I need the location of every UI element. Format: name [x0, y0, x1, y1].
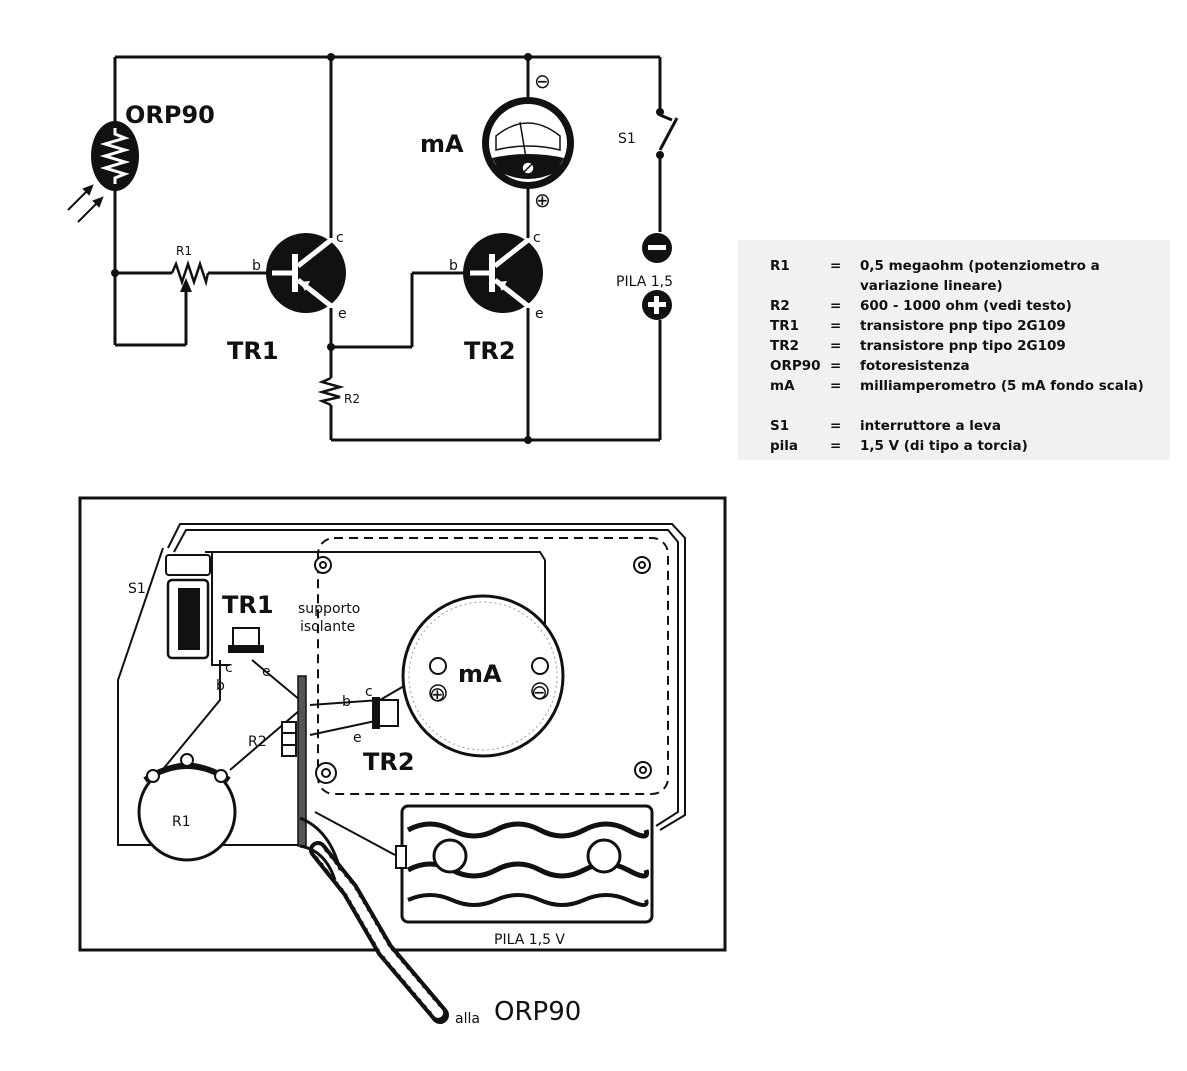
wiring-tr1-label: TR1 — [222, 591, 274, 619]
to-orp-label: ORP90 — [494, 997, 581, 1027]
legend-value: transistore pnp tipo 2G109 — [860, 318, 1066, 334]
battery-symbol — [642, 233, 672, 320]
meter-plus-label: ⊕ — [534, 188, 551, 212]
milliammeter-symbol — [482, 97, 574, 189]
wiring-r2-label: R2 — [248, 734, 267, 750]
legend-value: interruttore a leva — [860, 418, 1001, 434]
legend-eq: = — [830, 258, 842, 274]
legend-key: pila — [770, 438, 799, 454]
legend-key: R1 — [770, 258, 790, 274]
r1-symbol — [170, 260, 210, 292]
wiring-tr1-b: b — [216, 678, 225, 694]
tr2-base-label: b — [449, 258, 458, 274]
legend-eq: = — [830, 338, 842, 354]
wiring-battery-label: PILA 1,5 V — [494, 932, 565, 948]
wiring-tr2-c: c — [365, 684, 373, 700]
junctions — [111, 53, 664, 444]
wiring-tr2-e: e — [353, 730, 362, 746]
wiring-support-label-1: supporto — [298, 601, 360, 617]
tr2-collector-label: c — [533, 230, 541, 246]
wiring-meter-plus: ⊕ — [429, 682, 446, 706]
wiring-tr1-c: c — [225, 660, 233, 676]
wiring-tr2-label: TR2 — [363, 748, 415, 776]
r1-label: R1 — [176, 244, 192, 258]
legend-eq: = — [830, 378, 842, 394]
legend-value: transistore pnp tipo 2G109 — [860, 338, 1066, 354]
wiring-support-label-2: isolante — [300, 619, 355, 635]
meter-label: mA — [420, 130, 464, 158]
legend-key: ORP90 — [770, 358, 821, 374]
legend-value: 0,5 megaohm (potenziometro a variazione … — [860, 258, 1100, 294]
r2-label: R2 — [344, 392, 360, 406]
legend-eq: = — [830, 318, 842, 334]
wiring-diagram — [78, 496, 727, 1024]
battery-label: PILA 1,5 — [616, 274, 673, 290]
r2-symbol — [317, 376, 345, 407]
to-orp-prefix: alla — [455, 1011, 480, 1027]
tr1-symbol — [266, 233, 346, 313]
s1-label: S1 — [618, 131, 636, 147]
legend-eq: = — [830, 418, 842, 434]
tr2-label: TR2 — [464, 337, 516, 365]
legend-eq: = — [830, 298, 842, 314]
wiring-tr2-b: b — [342, 694, 351, 710]
legend-value: milliamperometro (5 mA fondo scala) — [860, 378, 1144, 394]
wiring-meter-minus: ⊖ — [531, 680, 548, 704]
component-legend: R1 = 0,5 megaohm (potenziometro a variaz… — [738, 240, 1170, 460]
orp90-label: ORP90 — [125, 101, 215, 129]
tr1-label: TR1 — [227, 337, 279, 365]
legend-key: TR2 — [770, 338, 799, 354]
legend-key: R2 — [770, 298, 790, 314]
tr1-emitter-label: e — [338, 306, 347, 322]
tr2-symbol — [463, 233, 543, 313]
orp90-symbol — [67, 121, 139, 223]
wiring-s1-label: S1 — [128, 581, 146, 597]
legend-eq: = — [830, 358, 842, 374]
legend-key: mA — [770, 378, 795, 394]
legend-key: TR1 — [770, 318, 799, 334]
legend-eq: = — [830, 438, 842, 454]
legend-value: fotoresistenza — [860, 358, 970, 374]
legend-value: 1,5 V (di tipo a torcia) — [860, 438, 1028, 454]
tr1-collector-label: c — [336, 230, 344, 246]
wiring-meter-label: mA — [458, 660, 502, 688]
legend-key: S1 — [770, 418, 790, 434]
meter-minus-label: ⊖ — [534, 69, 551, 93]
wiring-r1-label: R1 — [172, 814, 191, 830]
tr2-emitter-label: e — [535, 306, 544, 322]
legend-value: 600 - 1000 ohm (vedi testo) — [860, 298, 1072, 314]
tr1-base-label: b — [252, 258, 261, 274]
wiring-tr1-e: e — [262, 664, 271, 680]
